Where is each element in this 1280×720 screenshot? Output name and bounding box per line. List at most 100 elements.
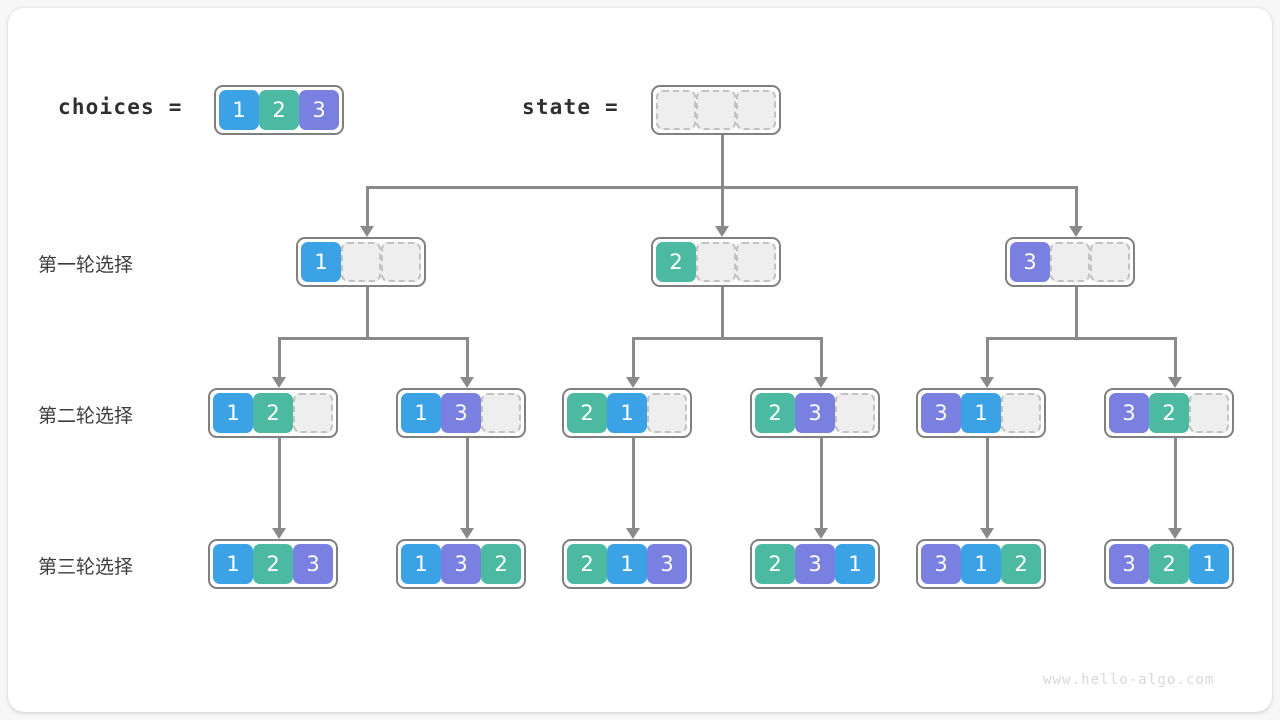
state-label: state = (522, 95, 619, 119)
connector-r2n3-stem (632, 437, 635, 530)
round1-1-cell-3 (381, 242, 421, 282)
connector-state-stem (721, 135, 724, 187)
round3-2-cell-2: 3 (441, 544, 481, 584)
round3-6-cell-3: 1 (1189, 544, 1229, 584)
round3-4-cell-2: 3 (795, 544, 835, 584)
connector-r1n2-bar (633, 337, 823, 340)
connector-r1n1-branch-1 (278, 337, 281, 379)
round2-6-cell-3 (1189, 393, 1229, 433)
connector-r1n2-stem (721, 286, 724, 338)
round3-3-cell-2: 1 (607, 544, 647, 584)
round2-3-cell-1: 2 (567, 393, 607, 433)
round3-2-cell-1: 1 (401, 544, 441, 584)
connector-state-branch-3 (1075, 186, 1078, 228)
state-cell-2 (696, 90, 736, 130)
choices-cell-3: 3 (299, 90, 339, 130)
row-label-round2: 第二轮选择 (38, 405, 134, 427)
state-cell-1 (656, 90, 696, 130)
connector-r1n1-stem (366, 286, 369, 338)
arrowhead-round2-5 (980, 377, 994, 388)
row-label-round1: 第一轮选择 (38, 254, 134, 276)
diagram-card (8, 8, 1272, 712)
round3-1-cell-1: 1 (213, 544, 253, 584)
row-label-round3: 第三轮选择 (38, 556, 134, 578)
round3-4-cell-1: 2 (755, 544, 795, 584)
round2-1-cell-2: 2 (253, 393, 293, 433)
round2-4-cell-2: 3 (795, 393, 835, 433)
connector-r1n1-branch-2 (466, 337, 469, 379)
round1-array-3: 3 (1005, 237, 1135, 287)
connector-r2n4-stem (820, 437, 823, 530)
round1-1-cell-1: 1 (301, 242, 341, 282)
arrowhead-round1-1 (360, 226, 374, 237)
arrowhead-round2-2 (460, 377, 474, 388)
connector-r1n3-branch-1 (986, 337, 989, 379)
arrowhead-round3-1 (272, 528, 286, 539)
watermark: www.hello-algo.com (1043, 672, 1215, 688)
round3-6-cell-2: 2 (1149, 544, 1189, 584)
connector-state-branch-1 (366, 186, 369, 228)
round1-array-2: 2 (651, 237, 781, 287)
round2-5-cell-1: 3 (921, 393, 961, 433)
connector-r1n1-bar (279, 337, 469, 340)
arrowhead-round2-6 (1168, 377, 1182, 388)
arrowhead-round2-1 (272, 377, 286, 388)
round3-5-cell-1: 3 (921, 544, 961, 584)
round3-3-cell-1: 2 (567, 544, 607, 584)
round1-3-cell-3 (1090, 242, 1130, 282)
round2-2-cell-2: 3 (441, 393, 481, 433)
arrowhead-round2-4 (814, 377, 828, 388)
round1-3-cell-2 (1050, 242, 1090, 282)
round3-4-cell-3: 1 (835, 544, 875, 584)
round2-6-cell-2: 2 (1149, 393, 1189, 433)
arrowhead-round3-2 (460, 528, 474, 539)
round3-6-cell-1: 3 (1109, 544, 1149, 584)
round2-2-cell-3 (481, 393, 521, 433)
connector-r2n1-stem (278, 437, 281, 530)
connector-r2n5-stem (986, 437, 989, 530)
round2-3-cell-3 (647, 393, 687, 433)
round2-6-cell-1: 3 (1109, 393, 1149, 433)
connector-r1n3-bar (987, 337, 1177, 340)
round2-1-cell-1: 1 (213, 393, 253, 433)
round1-2-cell-1: 2 (656, 242, 696, 282)
round2-5-cell-2: 1 (961, 393, 1001, 433)
round2-2-cell-1: 1 (401, 393, 441, 433)
round2-3-cell-2: 1 (607, 393, 647, 433)
round2-4-cell-3 (835, 393, 875, 433)
choices-cell-2: 2 (259, 90, 299, 130)
round2-4-cell-1: 2 (755, 393, 795, 433)
round3-1-cell-3: 3 (293, 544, 333, 584)
arrowhead-round1-2 (715, 226, 729, 237)
round1-3-cell-1: 3 (1010, 242, 1050, 282)
arrowhead-round3-3 (626, 528, 640, 539)
connector-r1n3-stem (1075, 286, 1078, 338)
round3-5-cell-3: 2 (1001, 544, 1041, 584)
round2-1-cell-3 (293, 393, 333, 433)
round1-array-1: 1 (296, 237, 426, 287)
round3-2-cell-3: 2 (481, 544, 521, 584)
state-cell-3 (736, 90, 776, 130)
round3-1-cell-2: 2 (253, 544, 293, 584)
connector-state-branch-2 (721, 186, 724, 228)
state-array (651, 85, 781, 135)
connector-r2n6-stem (1174, 437, 1177, 530)
round1-2-cell-2 (696, 242, 736, 282)
arrowhead-round3-5 (980, 528, 994, 539)
round1-1-cell-2 (341, 242, 381, 282)
arrowhead-round3-4 (814, 528, 828, 539)
connector-r2n2-stem (466, 437, 469, 530)
